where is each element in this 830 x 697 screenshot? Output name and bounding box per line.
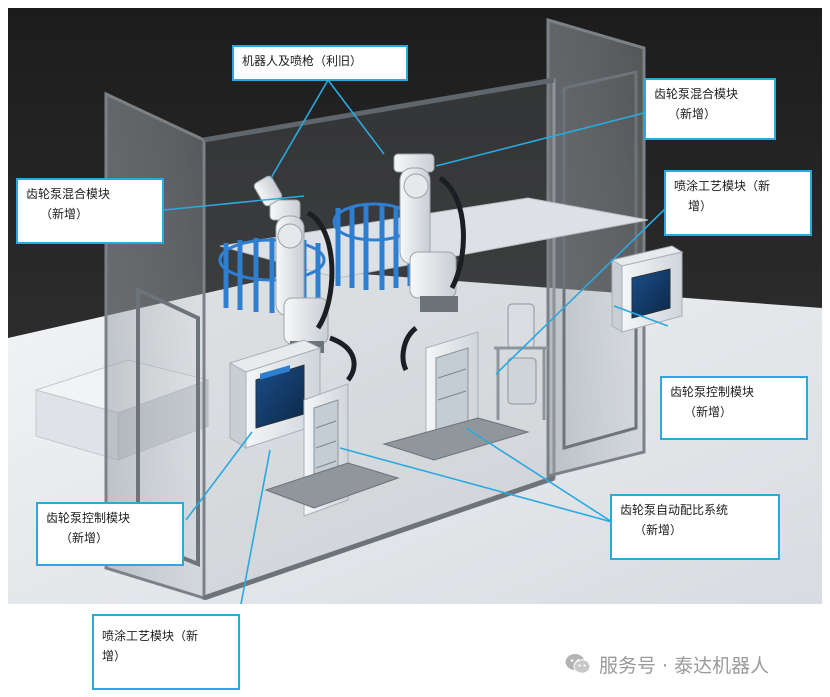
callout-mixing-module-right: 齿轮泵混合模块 （新增） (644, 78, 776, 140)
callout-text: （新增） (60, 531, 109, 545)
callout-text: 增） (102, 649, 127, 663)
callout-spray-process-module-right: 喷涂工艺模块（新 增） (664, 170, 812, 236)
callout-auto-ratio-system: 齿轮泵自动配比系统 （新增） (610, 494, 780, 560)
callout-robot-spray-gun: 机器人及喷枪（利旧） (232, 45, 408, 81)
callout-text: （新增） (40, 207, 89, 221)
callout-text: 齿轮泵控制模块 (670, 385, 755, 399)
callout-control-module-left: 齿轮泵控制模块 （新增） (36, 502, 184, 566)
callout-text: （新增） (684, 405, 733, 419)
callout-text: 齿轮泵混合模块 (26, 187, 111, 201)
robot-left (253, 175, 357, 382)
robot-right (393, 153, 466, 372)
pump-skid-right (494, 303, 548, 420)
wechat-icon (565, 654, 591, 674)
callout-text: 齿轮泵控制模块 (46, 511, 131, 525)
callout-text: 增） (688, 199, 713, 213)
watermark: 服务号 · 泰达机器人 (565, 650, 769, 678)
leader-lines (163, 79, 669, 604)
callout-text: 喷涂工艺模块（新 (102, 629, 199, 643)
control-cabinet-right (610, 245, 684, 333)
callout-text: 机器人及喷枪（利旧） (242, 54, 363, 68)
callout-mixing-module-left: 齿轮泵混合模块 （新增） (16, 178, 164, 244)
ratio-cabinet-left (264, 383, 400, 517)
callout-text: 齿轮泵自动配比系统 (620, 503, 729, 517)
watermark-text: 服务号 · 泰达机器人 (599, 654, 770, 677)
callout-control-module-right: 齿轮泵控制模块 （新增） (660, 376, 808, 440)
callout-text: 齿轮泵混合模块 (654, 87, 739, 101)
control-cabinet-left (228, 339, 322, 449)
callout-text: 喷涂工艺模块（新 (674, 179, 771, 193)
callout-text: （新增） (668, 107, 717, 121)
parts-carousel-right (332, 202, 416, 290)
callout-spray-process-module-bottom: 喷涂工艺模块（新 增） (92, 614, 240, 690)
callout-text: （新增） (634, 523, 683, 537)
ratio-cabinet-right (382, 331, 530, 461)
